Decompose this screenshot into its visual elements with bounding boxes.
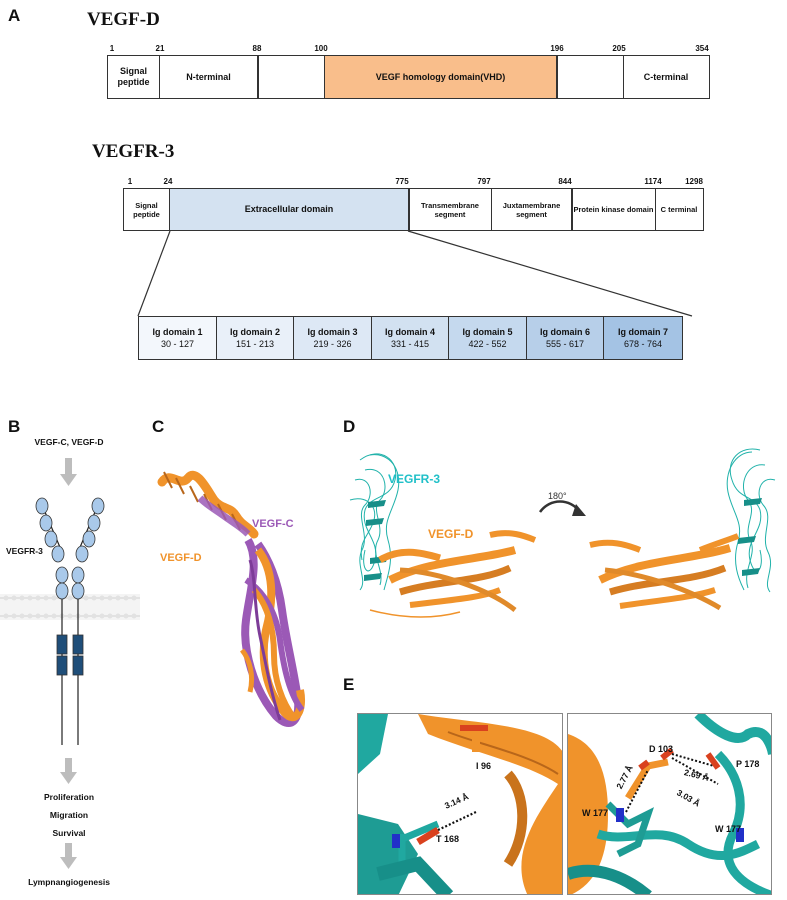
interaction-right-structure	[568, 714, 771, 894]
vegfr3-num-844: 844	[558, 177, 572, 186]
vegfd-num-354: 354	[695, 44, 709, 53]
vegfr3-num-1174: 1174	[644, 177, 662, 186]
rotation-label: 180°	[548, 491, 567, 501]
ig-domain-6-range: 555 - 617	[545, 339, 585, 349]
vegfr3-extracellular: Extracellular domain	[168, 188, 410, 231]
vegfr3-domain-bar: Signal peptide Extracellular domain Tran…	[123, 188, 704, 231]
complex-structure	[349, 448, 776, 618]
ig-domain-4-name: Ig domain 4	[384, 327, 435, 337]
vegfd-ribbon-left	[369, 530, 537, 618]
ig-domain-6-name: Ig domain 6	[539, 327, 590, 337]
vegfr3-title: VEGFR-3	[92, 141, 175, 162]
vegfd-num-205: 205	[612, 44, 626, 53]
panel-d-letter: D	[343, 417, 356, 436]
vegfc-vegfd-overlay	[157, 471, 305, 727]
ig-domain-1-range: 30 - 127	[160, 339, 195, 349]
ig-domain-2-name: Ig domain 2	[229, 327, 280, 337]
ig-domain-5-name: Ig domain 5	[462, 327, 513, 337]
outcome-proliferation: Proliferation	[43, 792, 95, 802]
residue-w177-a: W 177	[582, 808, 609, 818]
receptor-right	[71, 497, 105, 745]
ig-domain-7-range: 678 - 764	[623, 339, 663, 349]
vegfr3-num-797: 797	[477, 177, 491, 186]
ig-domain-1-name: Ig domain 1	[152, 327, 203, 337]
vegfc-helix	[197, 495, 251, 537]
vegfr3-label-d: VEGFR-3	[388, 472, 441, 486]
ig-domain-2-range: 151 - 213	[235, 339, 275, 349]
ig-domain-6: Ig domain 6 555 - 617	[525, 316, 605, 360]
vegfr3-kinase: Protein kinase domain	[571, 188, 656, 231]
signal-arrow-2	[60, 843, 77, 869]
rotation-arrow-icon	[538, 500, 586, 516]
beta-sheets	[239, 537, 305, 727]
zoom-lines	[137, 230, 693, 317]
residue-w177-b: W 177	[715, 824, 742, 834]
vegfr3-sheets-left	[364, 500, 388, 581]
interaction-left-panel	[357, 713, 563, 895]
ig-domain-5: Ig domain 5 422 - 552	[448, 316, 527, 360]
panel-e-letter: E	[343, 675, 355, 694]
complex-view-right	[589, 448, 776, 611]
vegfd-num-100: 100	[314, 44, 328, 53]
ig-domain-2: Ig domain 2 151 - 213	[215, 316, 295, 360]
vegfd-label-d: VEGF-D	[428, 527, 474, 541]
outcome-survival: Survival	[52, 828, 86, 838]
vegfr3-num-1: 1	[127, 177, 133, 186]
vegfd-num-21: 21	[155, 44, 165, 53]
vegfd-domain-bar: Signal peptide N-terminal VEGF homology …	[107, 55, 710, 99]
receptor-left	[35, 497, 69, 745]
vegfd-num-1: 1	[109, 44, 115, 53]
ig-domain-3: Ig domain 3 219 - 326	[293, 316, 372, 360]
residue-t168: T 168	[436, 834, 460, 844]
ig-domain-4: Ig domain 4 331 - 415	[370, 316, 450, 360]
vegfd-num-88: 88	[252, 44, 262, 53]
ligand-label: VEGF-C, VEGF-D	[34, 437, 104, 447]
ig-domain-bar: Ig domain 1 30 - 127 Ig domain 2 151 - 213…	[138, 316, 683, 360]
panel-a-letter: A	[8, 6, 21, 25]
vegfd-ribbon-right	[589, 533, 740, 611]
ig-domain-4-range: 331 - 415	[390, 339, 430, 349]
vegfr3-transmembrane: Transmembrane segment	[408, 188, 492, 231]
ig-domain-5-range: 422 - 552	[468, 339, 507, 349]
panel-c-letter: C	[152, 417, 165, 436]
vegfd-num-196: 196	[550, 44, 564, 53]
residue-p178: P 178	[736, 759, 760, 769]
vegfd-linker-2	[556, 55, 624, 99]
ig-domain-3-range: 219 - 326	[313, 339, 352, 349]
vegfd-n-terminal: N-terminal	[158, 55, 259, 99]
vegfd-title: VEGF-D	[87, 9, 160, 30]
vegfd-signal-peptide: Signal peptide	[107, 55, 160, 99]
lymphangiogenesis-label: Lympnangiogenesis	[28, 877, 110, 887]
outcome-list: Proliferation Migration Survival	[29, 788, 109, 842]
vegfr3-num-1298: 1298	[685, 177, 703, 186]
vegfd-vhd: VEGF homology domain(VHD)	[323, 55, 558, 99]
outcome-migration: Migration	[49, 810, 89, 820]
cell-membrane	[0, 594, 140, 620]
interaction-left-structure	[358, 714, 562, 894]
signaling-diagram	[0, 458, 140, 784]
ligand-arrow	[60, 458, 77, 486]
ig-domain-7: Ig domain 7 678 - 764	[603, 316, 683, 360]
receptor-label: VEGFR-3	[6, 546, 43, 556]
ig-domain-3-name: Ig domain 3	[307, 327, 358, 337]
signal-arrow-1	[60, 758, 77, 784]
ig-domain-7-name: Ig domain 7	[617, 327, 668, 337]
ig-domain-1: Ig domain 1 30 - 127	[138, 316, 217, 360]
vegfr3-num-24: 24	[163, 177, 173, 186]
vegfr3-num-775: 775	[395, 177, 409, 186]
vegfd-c-terminal: C-terminal	[622, 55, 710, 99]
panel-b-letter: B	[8, 417, 21, 436]
residue-d103: D 103	[649, 744, 674, 754]
vegfr3-juxtamembrane: Juxtamembrane segment	[490, 188, 573, 231]
vegfr3-sheets-right	[738, 498, 762, 576]
interaction-right-panel	[567, 713, 772, 895]
vegfd-label-c: VEGF-D	[160, 552, 202, 564]
vegfr3-c-terminal: C terminal	[654, 188, 704, 231]
complex-view-left	[349, 453, 537, 618]
vegfc-label: VEGF-C	[252, 518, 294, 530]
residue-i96: I 96	[476, 761, 492, 771]
